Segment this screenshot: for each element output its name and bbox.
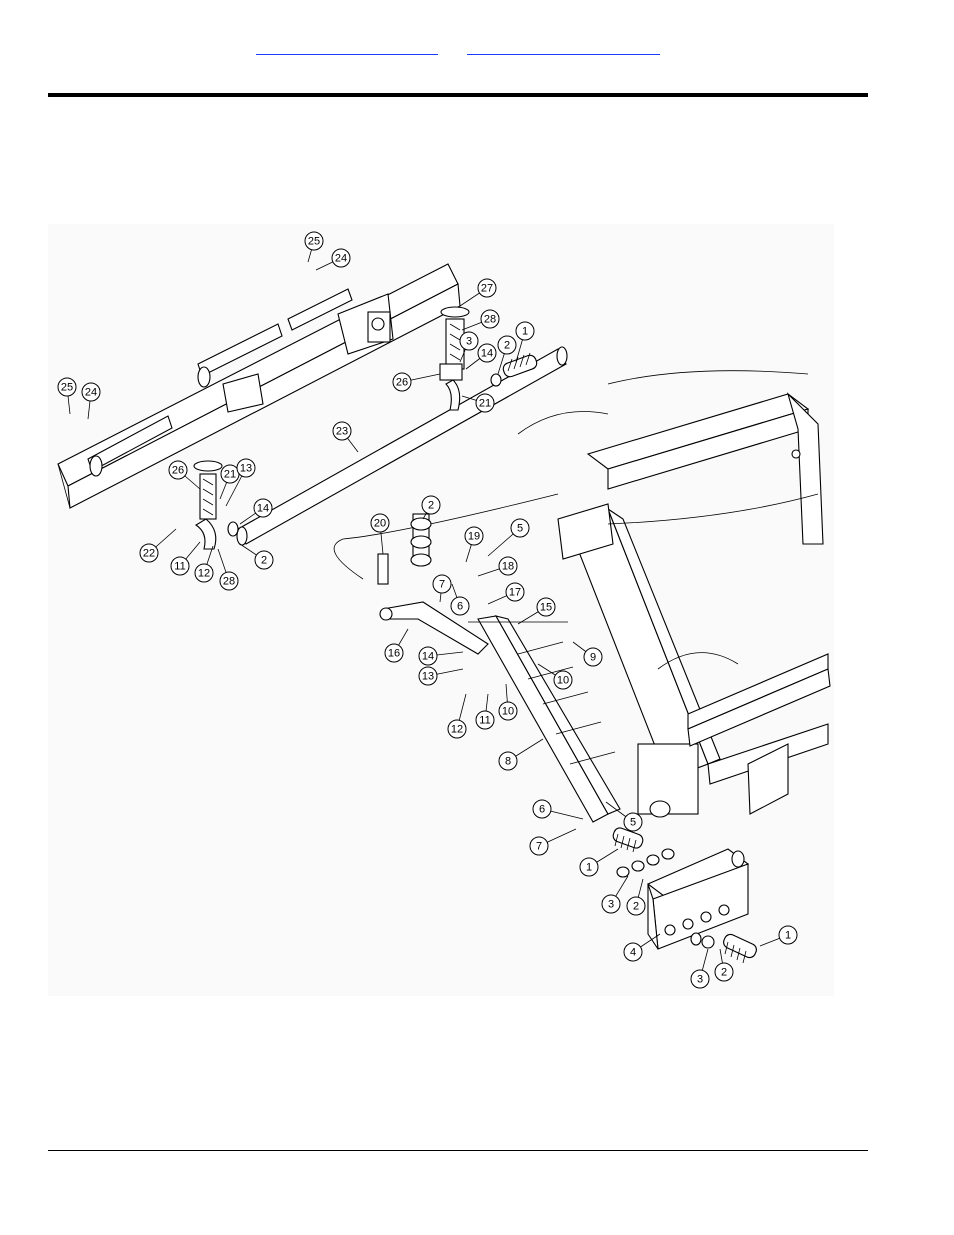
callout-6: 6 [533,800,583,819]
callout-13: 13 [419,667,463,685]
bottom-rule [48,1150,868,1151]
callout-7: 7 [433,575,451,602]
callout-number: 6 [539,804,545,816]
callout-19: 19 [465,527,483,562]
callout-2: 2 [627,879,645,915]
callout-number: 11 [479,715,490,727]
callout-number: 13 [422,671,434,683]
callout-1: 1 [580,849,618,876]
callout-17: 17 [488,583,524,604]
callout-number: 26 [396,377,408,389]
callout-number: 12 [451,724,463,736]
callout-number: 13 [240,463,252,475]
callout-number: 25 [308,236,320,248]
callout-25: 25 [58,378,76,414]
callout-number: 14 [422,651,434,663]
callout-number: 14 [257,503,269,515]
callout-2: 2 [240,544,273,569]
top-rule [48,93,868,97]
callout-23: 23 [333,422,358,452]
callout-7: 7 [530,829,576,855]
callout-11: 11 [476,694,494,729]
callout-number: 21 [224,469,236,481]
callout-number: 28 [484,314,496,326]
callout-number: 16 [388,648,400,660]
callout-number: 7 [439,579,445,591]
callout-25: 25 [305,232,323,262]
callout-10: 10 [499,684,517,720]
callout-number: 1 [785,930,791,942]
callout-number: 5 [517,523,523,535]
hose-bottom [691,932,758,963]
callout-12: 12 [448,694,466,738]
callout-number: 3 [466,336,472,348]
callout-24: 24 [316,249,350,270]
header-link-2[interactable] [467,38,660,55]
callout-number: 2 [261,555,267,567]
callout-number: 1 [522,326,528,338]
callout-18: 18 [478,557,517,576]
callout-number: 24 [335,253,347,265]
callout-number: 8 [505,756,511,768]
callout-9: 9 [573,642,602,666]
callout-24: 24 [82,383,100,419]
callout-number: 10 [502,706,514,718]
callout-3: 3 [602,876,628,913]
callout-number: 2 [428,500,434,512]
callout-8: 8 [499,739,543,770]
callout-2: 2 [715,949,733,981]
callout-number: 1 [586,862,592,874]
callout-number: 10 [557,675,569,687]
callout-22: 22 [140,529,176,562]
callout-5: 5 [488,519,529,556]
callout-number: 20 [374,518,386,530]
callout-number: 12 [198,568,210,580]
callout-number: 11 [174,561,185,573]
callout-number: 3 [697,974,703,986]
callout-number: 23 [336,426,348,438]
callout-number: 26 [172,465,184,477]
callout-1: 1 [760,926,797,946]
callout-number: 19 [468,531,480,543]
callout-5: 5 [606,802,642,831]
callout-number: 28 [223,576,235,588]
callout-4: 4 [624,934,660,961]
callout-number: 6 [457,601,463,613]
callout-number: 7 [536,841,542,853]
callout-14: 14 [419,647,463,665]
callout-number: 9 [590,652,596,664]
callout-6: 6 [451,584,469,615]
callout-number: 2 [504,340,510,352]
callout-number: 2 [721,967,727,979]
callout-number: 25 [61,382,73,394]
callout-number: 17 [509,587,521,599]
hanger-assembly [334,494,558,654]
callout-number: 27 [481,283,493,295]
callout-number: 22 [143,548,155,560]
callout-15: 15 [518,598,555,624]
callout-26: 26 [393,373,440,391]
callout-21: 21 [220,465,239,499]
callout-number: 3 [608,899,614,911]
callout-number: 4 [630,947,636,959]
callout-number: 5 [630,817,636,829]
callout-number: 2 [633,901,639,913]
callout-3: 3 [691,949,709,988]
callout-number: 18 [502,561,514,573]
callout-number: 15 [540,602,552,614]
callout-number: 14 [481,348,493,360]
callout-28: 28 [218,549,238,590]
callout-12: 12 [195,546,213,582]
parts-diagram: 2524272812314262125242326211314222111228… [48,224,834,996]
callout-16: 16 [385,629,408,662]
callout-2: 2 [422,496,440,519]
callout-number: 21 [479,398,491,410]
callout-27: 27 [460,279,496,306]
header-link-1[interactable] [256,38,438,55]
hose-mid [612,826,645,852]
callout-number: 24 [85,387,97,399]
